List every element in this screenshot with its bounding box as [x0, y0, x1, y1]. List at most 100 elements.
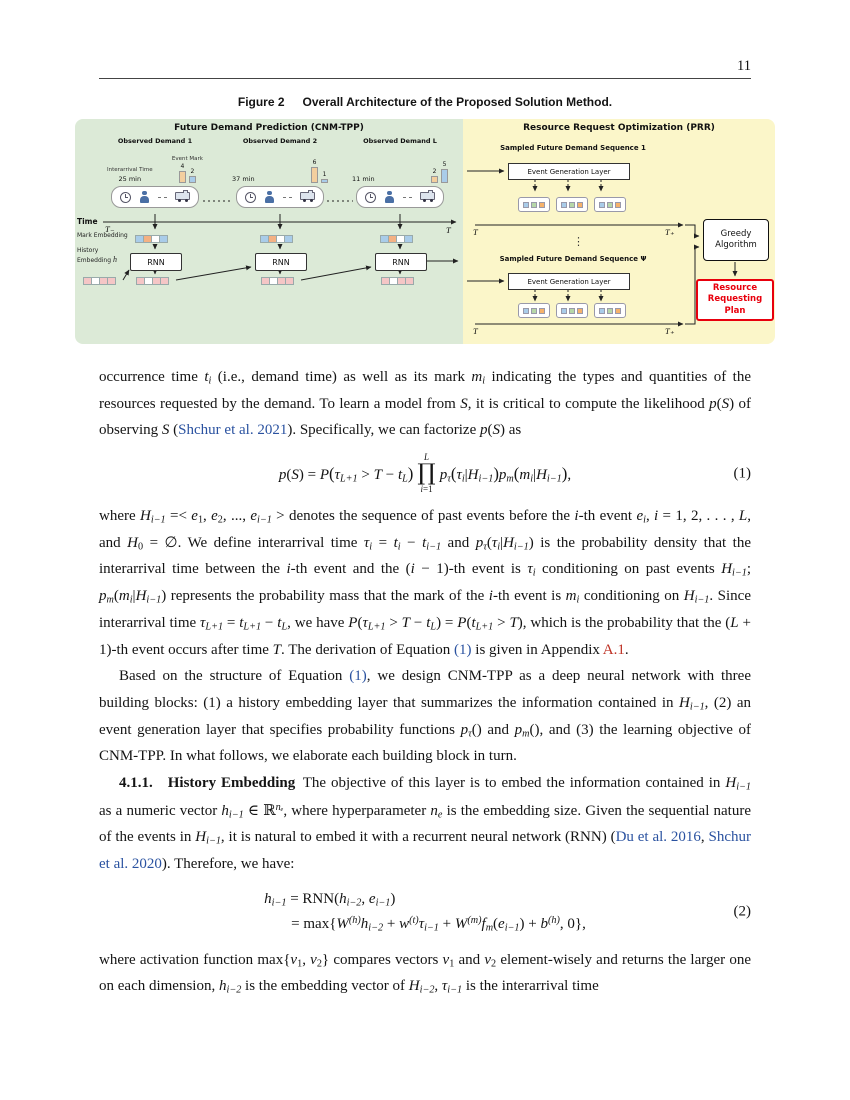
- figure-caption-label: Figure 2: [237, 95, 285, 109]
- citation-link[interactable]: (1): [349, 668, 367, 685]
- embedding-cell: [607, 201, 613, 208]
- equation-2-line1: hi−1 = RNN(hi−2, ei−1): [264, 890, 396, 909]
- time-axis-label: Time: [77, 217, 98, 226]
- embedding-cell: [539, 201, 545, 208]
- sampled-sequence-1-label: Sampled Future Demand Sequence 1: [500, 144, 646, 152]
- body-paragraph: where Hi−1 =< e1, e2, ..., ei−1 > denote…: [99, 508, 752, 658]
- event-icons: [111, 186, 199, 208]
- citation-link[interactable]: Shchur et al. 2020: [99, 829, 752, 873]
- t-label: T: [473, 326, 478, 336]
- mark-embedding-vector: [380, 235, 413, 243]
- body-paragraph: where activation function max{v1, v2} co…: [99, 951, 751, 996]
- figure-caption-text: Overall Architecture of the Proposed Sol…: [302, 95, 613, 109]
- product-lower-limit: i=1: [420, 484, 433, 495]
- sampled-event-group: [556, 197, 588, 212]
- interarrival-time-label: Interarrival Time: [107, 166, 153, 173]
- truck-icon: [419, 189, 435, 202]
- figure-2-architecture-diagram: Future Demand Prediction (CNM-TPP) Obser…: [75, 119, 775, 344]
- body-paragraph: occurrence time ti (i.e., demand time) a…: [99, 369, 751, 439]
- sampled-event-group: [594, 197, 626, 212]
- event-icons: [236, 186, 324, 208]
- demand-title: Observed Demand 1: [117, 137, 193, 145]
- embedding-cell: [284, 235, 293, 243]
- resource-requesting-plan-box: Resource Requesting Plan: [696, 279, 774, 321]
- t-plus-label: T₊: [665, 326, 675, 336]
- observed-demand-1: Observed Demand 1 Interarrival Time 25 m…: [103, 137, 207, 208]
- truck-icon: [174, 189, 190, 202]
- embedding-cell: [159, 235, 168, 243]
- equation-1-formula: p(S) = P(τL+1 > T − tL) L ∏ i=1 pτ(τi|Hi…: [279, 453, 571, 494]
- embedding-cell: [577, 307, 583, 314]
- equation-2-formula: hi−1 = RNN(hi−2, ei−1) = max{W(h)hi−2 + …: [264, 887, 586, 938]
- person-icon: [139, 191, 149, 203]
- equation-1-right: pτ(τi|Hi−1)pm(mi|Hi−1),: [439, 463, 572, 485]
- clock-icon: [120, 191, 132, 203]
- interarrival-value: 11 min: [352, 175, 375, 183]
- history-embedding-vector: [83, 277, 116, 285]
- history-embedding-vector: [261, 277, 294, 285]
- interarrival-block: 11 min: [352, 173, 375, 183]
- embedding-cell: [404, 235, 413, 243]
- sampled-event-group: [518, 197, 550, 212]
- left-panel-title: Future Demand Prediction (CNM-TPP): [174, 123, 364, 133]
- event-mark-label: Event Mark: [171, 156, 203, 163]
- greedy-algorithm-box: Greedy Algorithm: [703, 219, 769, 261]
- equation-number: (2): [733, 903, 752, 920]
- road-dash-icon: [157, 196, 167, 198]
- embedding-cell: [599, 201, 605, 208]
- interarrival-value: 37 min: [232, 175, 255, 183]
- equation-number: (1): [733, 465, 752, 482]
- mark-embedding-label: Mark Embedding: [77, 232, 128, 239]
- citation-link[interactable]: Shchur et al. 2021: [178, 422, 288, 439]
- event-bar: 2: [431, 168, 438, 183]
- history-embedding-label: History Embedding h: [77, 247, 131, 265]
- truck-icon: [299, 189, 315, 202]
- event-icons: [356, 186, 444, 208]
- product-upper-limit: L: [424, 452, 430, 463]
- embedding-cell: [107, 277, 116, 285]
- section-4-1-1-paragraph: 4.1.1. History Embedding The objective o…: [99, 775, 752, 873]
- history-embedding-vector: [381, 277, 414, 285]
- vertical-ellipsis: ⋮: [573, 235, 584, 248]
- product-symbol: ∏: [417, 460, 436, 487]
- event-generation-layer-box: Event Generation Layer: [508, 163, 630, 180]
- embedding-cell: [285, 277, 294, 285]
- citation-link[interactable]: Du et al. 2016: [615, 829, 701, 846]
- embedding-cell: [561, 201, 567, 208]
- history-embedding-vector: [136, 277, 169, 285]
- clock-icon: [365, 191, 377, 203]
- event-generation-layer-box: Event Generation Layer: [508, 273, 630, 290]
- embedding-cell: [615, 307, 621, 314]
- interarrival-block: Interarrival Time 25 min: [107, 167, 153, 183]
- embedding-cell: [577, 201, 583, 208]
- rnn-box: RNN: [130, 253, 182, 271]
- road-dash-icon: [402, 196, 412, 198]
- citation-link[interactable]: (1): [454, 641, 472, 658]
- sampled-sequence-psi-label: Sampled Future Demand Sequence Ψ: [499, 255, 647, 263]
- event-bar: 1: [321, 171, 328, 183]
- reference-link[interactable]: A.1: [602, 641, 625, 658]
- history-embedding-text: History Embedding: [77, 247, 112, 264]
- road-dash-icon: [282, 196, 292, 198]
- mark-embedding-vector: [260, 235, 293, 243]
- equation-1-left: p(S) = P(τL+1 > T − tL): [278, 463, 414, 485]
- embedding-cell: [569, 201, 575, 208]
- event-bar: 4: [178, 163, 186, 183]
- person-icon: [264, 191, 274, 203]
- embedding-cell: [523, 307, 529, 314]
- page-header: 11: [99, 58, 751, 79]
- embedding-cell: [569, 307, 575, 314]
- page-number: 11: [737, 58, 751, 74]
- demand-title: Observed Demand L: [363, 137, 437, 145]
- interarrival-block: 37 min: [232, 173, 255, 183]
